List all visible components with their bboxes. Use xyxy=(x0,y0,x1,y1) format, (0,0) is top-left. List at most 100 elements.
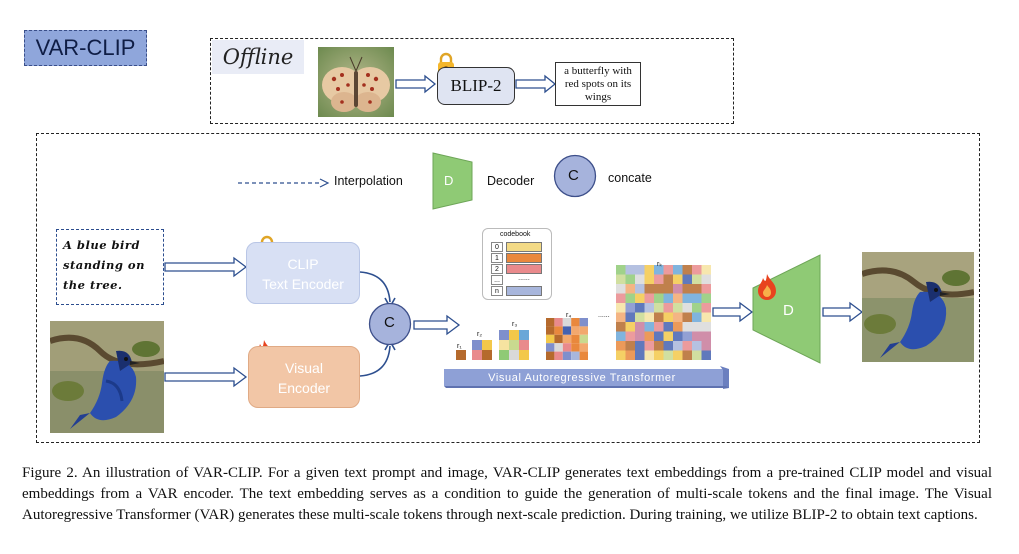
token-cell xyxy=(692,303,702,313)
token-cell xyxy=(673,331,683,341)
token-cell xyxy=(663,265,673,275)
token-cell xyxy=(692,341,702,351)
token-cell xyxy=(673,312,683,322)
token-cell xyxy=(635,322,645,332)
token-cell xyxy=(692,293,702,303)
token-cell xyxy=(635,312,645,322)
token-cell xyxy=(701,274,711,284)
token-cell xyxy=(616,331,626,341)
scale-label-r4: r₄ xyxy=(566,312,572,319)
arrow-decoder-to-output xyxy=(822,301,864,323)
token-cell xyxy=(509,340,519,350)
legend-concat: concate xyxy=(608,171,652,185)
token-cell xyxy=(625,331,635,341)
interpolation-arrow-icon xyxy=(238,178,330,188)
token-cell xyxy=(654,293,664,303)
token-cell xyxy=(682,322,692,332)
token-cell xyxy=(692,331,702,341)
generated-caption: a butterfly with red spots on its wings xyxy=(555,62,641,106)
scale-dots: ...... xyxy=(598,312,610,319)
token-cell xyxy=(692,350,702,360)
token-cell xyxy=(625,265,635,275)
codebook-entry xyxy=(506,253,542,263)
token-cell xyxy=(692,284,702,294)
concat-node-label: C xyxy=(384,314,395,331)
token-cell xyxy=(635,265,645,275)
token-cell xyxy=(701,293,711,303)
token-cell xyxy=(701,284,711,294)
token-cell xyxy=(673,284,683,294)
arrow-to-caption xyxy=(515,74,557,94)
token-cell xyxy=(692,312,702,322)
token-cell xyxy=(625,284,635,294)
token-cell xyxy=(682,303,692,313)
token-cell xyxy=(499,330,509,340)
token-cell xyxy=(654,341,664,351)
legend-decoder: Decoder xyxy=(487,174,535,188)
token-cell xyxy=(616,350,626,360)
arrow-concat-to-transformer xyxy=(413,314,461,336)
token-cell xyxy=(654,284,664,294)
token-cell xyxy=(472,340,482,350)
token-cell xyxy=(509,330,519,340)
codebook-index: n xyxy=(491,286,503,296)
token-cell xyxy=(663,331,673,341)
token-cell xyxy=(519,340,529,350)
token-cell xyxy=(625,341,635,351)
token-cell xyxy=(554,326,563,335)
token-cell xyxy=(625,293,635,303)
token-cell xyxy=(571,318,580,327)
token-cell xyxy=(625,350,635,360)
token-cell xyxy=(579,343,588,352)
offline-label: Offline xyxy=(212,40,304,74)
token-cell xyxy=(616,265,626,275)
token-cell xyxy=(644,331,654,341)
token-cell xyxy=(682,265,692,275)
token-cell xyxy=(644,303,654,313)
token-cell xyxy=(562,326,572,335)
scale-label-r1: r₁ xyxy=(457,343,462,350)
codebook-index: 0 xyxy=(491,242,503,252)
concat-node xyxy=(368,302,412,346)
token-cell xyxy=(692,322,702,332)
token-cell xyxy=(616,312,626,322)
token-cell xyxy=(673,293,683,303)
token-cell xyxy=(692,274,702,284)
token-cell xyxy=(654,322,664,332)
token-cell xyxy=(644,312,654,322)
multi-scale-token-maps xyxy=(456,265,711,360)
scale-label-r3: r₃ xyxy=(512,321,518,328)
codebook-index: 1 xyxy=(491,253,503,263)
blip2-model: BLIP-2 xyxy=(437,67,515,105)
token-cell xyxy=(654,331,664,341)
arrow-image-to-visual xyxy=(164,366,248,388)
token-cell xyxy=(644,341,654,351)
token-cell xyxy=(571,343,580,352)
token-cell xyxy=(562,343,572,352)
butterfly-image xyxy=(318,47,394,117)
blue-bird-input-image xyxy=(50,321,164,433)
token-cell xyxy=(682,274,692,284)
token-cell xyxy=(701,265,711,275)
training-panel xyxy=(36,133,980,443)
token-cell xyxy=(616,284,626,294)
title-badge: VAR-CLIP xyxy=(24,30,147,66)
token-cell xyxy=(616,293,626,303)
token-cell xyxy=(635,303,645,313)
token-cell xyxy=(562,318,572,327)
token-cell xyxy=(635,350,645,360)
token-cell xyxy=(635,331,645,341)
token-cell xyxy=(663,350,673,360)
token-cell xyxy=(499,340,509,350)
token-cell xyxy=(625,312,635,322)
token-cell xyxy=(682,284,692,294)
token-cell xyxy=(701,331,711,341)
token-cell xyxy=(562,334,572,344)
token-cell xyxy=(635,284,645,294)
token-cell xyxy=(701,350,711,360)
token-cell xyxy=(663,274,673,284)
blue-bird-output-image xyxy=(862,252,974,362)
concat-legend-icon xyxy=(553,154,597,198)
codebook-title: codebook xyxy=(500,231,531,238)
token-cell xyxy=(692,265,702,275)
